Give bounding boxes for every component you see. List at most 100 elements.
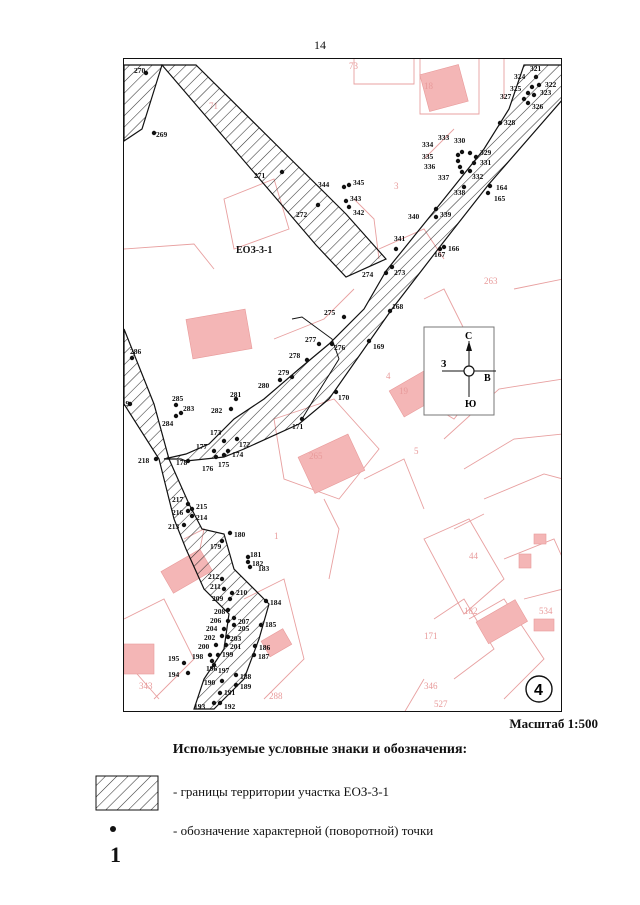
site-boundary-territory[interactable] (124, 64, 562, 710)
boundary-point[interactable] (233, 396, 239, 402)
boundary-point[interactable] (247, 564, 253, 570)
boundary-point[interactable] (185, 670, 191, 676)
boundary-point[interactable] (441, 244, 447, 250)
boundary-point[interactable] (153, 456, 159, 462)
boundary-point[interactable] (252, 643, 258, 649)
boundary-point[interactable] (433, 214, 439, 220)
boundary-point[interactable] (181, 660, 187, 666)
boundary-point[interactable] (341, 184, 347, 190)
boundary-point[interactable] (521, 96, 527, 102)
boundary-point[interactable] (533, 74, 539, 80)
boundary-point[interactable] (383, 270, 389, 276)
boundary-point[interactable] (219, 538, 225, 544)
boundary-point[interactable] (459, 169, 465, 175)
boundary-point[interactable] (173, 413, 179, 419)
boundary-point[interactable] (225, 618, 231, 624)
boundary-point[interactable] (219, 678, 225, 684)
boundary-point[interactable] (343, 198, 349, 204)
boundary-point[interactable] (229, 590, 235, 596)
boundary-point[interactable] (223, 642, 229, 648)
boundary-point[interactable] (258, 622, 264, 628)
boundary-point[interactable] (457, 164, 463, 170)
boundary-point[interactable] (497, 120, 503, 126)
boundary-point[interactable] (185, 458, 191, 464)
boundary-point[interactable] (437, 246, 443, 252)
boundary-point[interactable] (219, 633, 225, 639)
boundary-point[interactable] (143, 70, 149, 76)
boundary-point[interactable] (471, 160, 477, 166)
boundary-point[interactable] (245, 554, 251, 560)
boundary-point[interactable] (178, 410, 184, 416)
boundary-point[interactable] (304, 357, 310, 363)
boundary-point[interactable] (455, 152, 461, 158)
boundary-point[interactable] (245, 559, 251, 565)
boundary-point[interactable] (433, 206, 439, 212)
boundary-point[interactable] (233, 672, 239, 678)
boundary-point[interactable] (221, 586, 227, 592)
boundary-point[interactable] (185, 501, 191, 507)
boundary-point[interactable] (213, 454, 219, 460)
boundary-point[interactable] (525, 100, 531, 106)
boundary-point[interactable] (127, 401, 133, 407)
boundary-point[interactable] (333, 389, 339, 395)
boundary-point[interactable] (151, 130, 157, 136)
map-canvas[interactable]: 7173183415194418217126326528834334652753… (124, 59, 562, 712)
boundary-point[interactable] (227, 530, 233, 536)
boundary-point[interactable] (213, 642, 219, 648)
boundary-point[interactable] (209, 658, 215, 664)
boundary-point[interactable] (387, 308, 393, 314)
boundary-point[interactable] (366, 338, 372, 344)
boundary-point[interactable] (221, 452, 227, 458)
boundary-point[interactable] (536, 82, 542, 88)
boundary-point[interactable] (231, 615, 237, 621)
boundary-point[interactable] (228, 406, 234, 412)
boundary-point[interactable] (234, 436, 240, 442)
boundary-point[interactable] (455, 158, 461, 164)
boundary-point[interactable] (215, 652, 221, 658)
boundary-point[interactable] (529, 84, 535, 90)
boundary-point[interactable] (263, 598, 269, 604)
boundary-point[interactable] (181, 522, 187, 528)
boundary-point[interactable] (346, 204, 352, 210)
boundary-point[interactable] (346, 182, 352, 188)
boundary-point[interactable] (329, 341, 335, 347)
map-frame[interactable]: 7173183415194418217126326528834334652753… (123, 58, 562, 712)
boundary-point[interactable] (227, 596, 233, 602)
boundary-point[interactable] (393, 246, 399, 252)
boundary-point[interactable] (233, 682, 239, 688)
boundary-point[interactable] (461, 184, 467, 190)
boundary-point[interactable] (217, 690, 223, 696)
boundary-point[interactable] (459, 149, 465, 155)
boundary-point[interactable] (487, 183, 493, 189)
boundary-point[interactable] (217, 700, 223, 706)
boundary-point[interactable] (389, 264, 395, 270)
boundary-point[interactable] (473, 154, 479, 160)
boundary-point[interactable] (173, 402, 179, 408)
boundary-point[interactable] (225, 607, 231, 613)
boundary-point[interactable] (219, 576, 225, 582)
boundary-point[interactable] (316, 341, 322, 347)
boundary-point[interactable] (129, 355, 135, 361)
boundary-point[interactable] (207, 652, 213, 658)
boundary-point[interactable] (467, 168, 473, 174)
boundary-point[interactable] (225, 448, 231, 454)
boundary-point[interactable] (277, 377, 283, 383)
boundary-point[interactable] (531, 92, 537, 98)
boundary-point[interactable] (289, 374, 295, 380)
boundary-point[interactable] (211, 662, 217, 668)
boundary-point[interactable] (189, 513, 195, 519)
boundary-point[interactable] (231, 622, 237, 628)
boundary-point[interactable] (341, 314, 347, 320)
boundary-point[interactable] (485, 190, 491, 196)
boundary-point[interactable] (315, 202, 321, 208)
boundary-point[interactable] (211, 448, 217, 454)
boundary-point[interactable] (189, 506, 195, 512)
boundary-point[interactable] (525, 90, 531, 96)
boundary-point[interactable] (225, 634, 231, 640)
boundary-point[interactable] (221, 626, 227, 632)
boundary-point[interactable] (221, 438, 227, 444)
boundary-point[interactable] (467, 150, 473, 156)
boundary-point[interactable] (299, 416, 305, 422)
boundary-point[interactable] (279, 169, 285, 175)
boundary-point[interactable] (251, 652, 257, 658)
